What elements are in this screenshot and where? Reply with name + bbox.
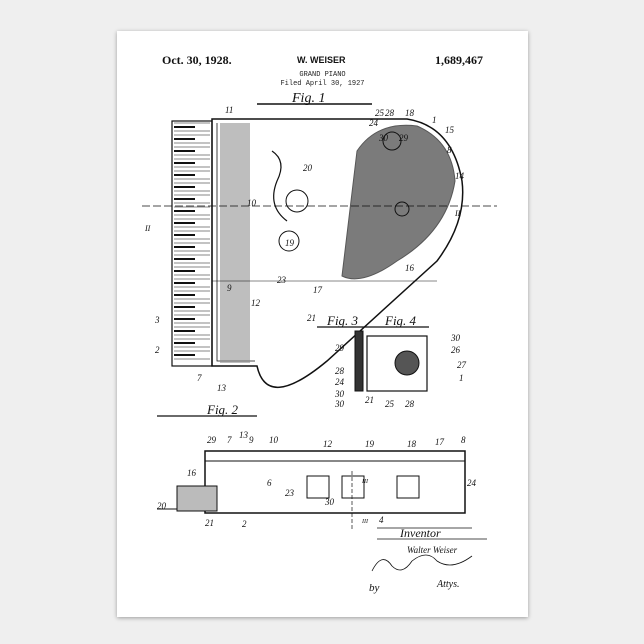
section-mark-iii-top: III: [361, 479, 369, 485]
reference-numeral: 21: [365, 395, 374, 405]
reference-numeral: 29: [335, 343, 345, 353]
reference-numeral: 28: [385, 108, 395, 118]
reference-numeral: 6: [267, 478, 272, 488]
reference-numeral: 26: [451, 345, 461, 355]
patent-drawing: Fig. 1 II II Fig. 3 Fig. 4: [117, 31, 528, 617]
reference-numeral: 30: [450, 333, 461, 343]
fig1-piano-plan: [142, 119, 497, 387]
reference-numeral: 15: [445, 125, 455, 135]
reference-numeral: 24: [335, 377, 345, 387]
svg-text:Fig. 4: Fig. 4: [384, 313, 417, 328]
reference-numeral: 10: [247, 198, 257, 208]
reference-numeral: 4: [379, 515, 384, 525]
reference-numeral: 24: [369, 118, 379, 128]
reference-numeral: 13: [239, 430, 249, 440]
reference-numeral: 12: [251, 298, 261, 308]
section-mark-iii-bottom: III: [361, 519, 369, 525]
attorneys-label: Attys.: [436, 579, 460, 590]
reference-numeral: 17: [435, 437, 445, 447]
reference-numeral: 10: [269, 435, 279, 445]
reference-numeral: 2: [155, 345, 160, 355]
reference-numeral: 21: [205, 518, 214, 528]
reference-numeral: 12: [323, 439, 333, 449]
reference-numeral: 2: [242, 519, 247, 529]
reference-numeral: 29: [207, 435, 217, 445]
reference-numeral: 28: [335, 366, 345, 376]
reference-numeral: 19: [285, 238, 295, 248]
reference-numeral: 21: [307, 313, 316, 323]
reference-numeral: 16: [405, 263, 415, 273]
reference-numeral: 7: [227, 435, 232, 445]
attorney-signature: [372, 555, 472, 571]
reference-numeral: 8: [447, 145, 452, 155]
svg-text:Fig. 1: Fig. 1: [291, 91, 325, 106]
reference-numeral: 1: [459, 373, 464, 383]
patent-poster: Oct. 30, 1928. W. WEISER 1,689,467 GRAND…: [117, 31, 528, 617]
reference-numeral: 9: [227, 283, 232, 293]
reference-numeral: 18: [405, 108, 415, 118]
reference-numeral: 28: [405, 399, 415, 409]
reference-numeral: 30: [334, 399, 345, 409]
reference-numeral: 20: [303, 163, 313, 173]
fig3-fig4: Fig. 3 Fig. 4: [317, 313, 429, 391]
reference-numeral: 22: [117, 31, 127, 33]
reference-numeral: 25: [385, 399, 395, 409]
reference-numeral: 27: [457, 360, 467, 370]
reference-numeral: 13: [217, 383, 227, 393]
by-label: by: [369, 582, 380, 594]
reference-numeral: 17: [313, 285, 323, 295]
reference-numeral: 30: [378, 133, 389, 143]
reference-numeral: 7: [197, 373, 202, 383]
section-mark-ii-right: II: [454, 209, 461, 218]
fig2-piano-section: [157, 451, 465, 531]
reference-numeral: 23: [285, 488, 295, 498]
reference-numeral: 23: [277, 275, 287, 285]
reference-numeral: 25: [375, 108, 385, 118]
reference-numeral: 18: [407, 439, 417, 449]
reference-numeral: 24: [467, 478, 477, 488]
reference-numeral: 3: [154, 315, 160, 325]
reference-numeral: 20: [157, 501, 167, 511]
reference-numeral: 29: [399, 133, 409, 143]
reference-numeral: 11: [225, 105, 233, 115]
reference-numeral: 1: [432, 115, 437, 125]
reference-numeral: 16: [187, 468, 197, 478]
reference-numeral: 14: [455, 171, 465, 181]
reference-numeral: 19: [365, 439, 375, 449]
reference-numeral: 30: [334, 389, 345, 399]
fig1-label: Fig. 1: [257, 91, 372, 106]
reference-numeral: 8: [461, 435, 466, 445]
svg-text:Fig. 3: Fig. 3: [326, 313, 359, 328]
fig2-label: Fig. 2: [157, 402, 257, 417]
reference-numeral: 9: [249, 435, 254, 445]
section-mark-ii-left: II: [144, 224, 151, 233]
svg-text:Fig. 2: Fig. 2: [206, 402, 239, 417]
reference-numeral: 30: [324, 497, 335, 507]
inventor-label: Inventor: [399, 526, 441, 540]
inventor-signature: Walter Weiser: [407, 545, 458, 555]
